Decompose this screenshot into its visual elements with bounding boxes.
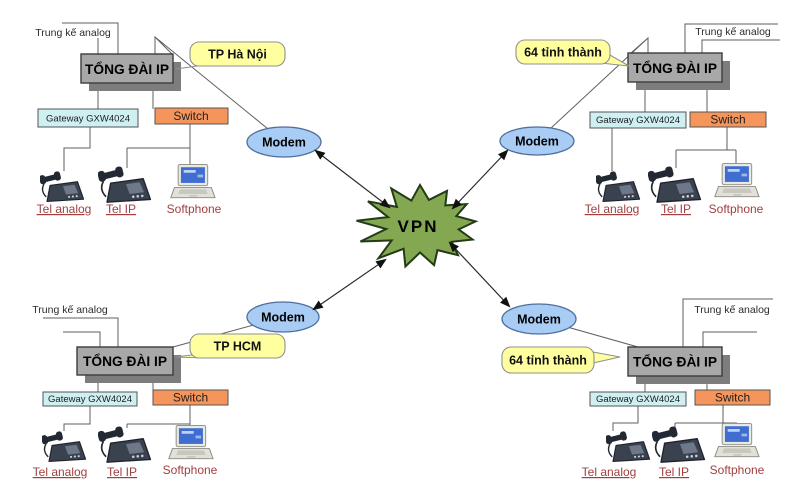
trunk-label: Trung kế analog: [35, 27, 111, 39]
tel-analog-icon: [606, 431, 651, 463]
link-provinces-bottom-vpn: [448, 241, 511, 308]
vpn-label: VPN: [398, 217, 439, 236]
switch-label: Switch: [715, 391, 750, 405]
tel-ip-icon: [652, 426, 706, 464]
pbx-label: TỔNG ĐÀI IP: [633, 59, 717, 76]
softphone-label: Softphone: [709, 202, 764, 216]
softphone-icon: [170, 163, 216, 199]
analog-trunk-line: [684, 23, 780, 53]
softphone-label: Softphone: [710, 463, 765, 477]
analog-trunk-line: [682, 298, 773, 347]
device-links: [63, 124, 191, 171]
link-hanoi-vpn: [314, 149, 391, 209]
gateway-label: Gateway GXW4024: [596, 394, 680, 405]
softphone-icon: [168, 424, 214, 460]
link-provinces-top-vpn: [451, 149, 509, 210]
device-links: [63, 405, 191, 431]
tel-analog-label: Tel analog: [585, 202, 640, 216]
switch-box: [689, 111, 767, 128]
callout-tail: [592, 351, 621, 364]
analog-trunk-line: [43, 317, 119, 347]
switch-box: [154, 107, 229, 125]
modem-label: Modem: [515, 135, 559, 149]
callout-label: 64 tỉnh thành: [509, 354, 587, 368]
modem-ellipse: [246, 301, 320, 333]
switch-label: Switch: [173, 109, 208, 123]
trunk-label: Trung kế analog: [32, 304, 108, 316]
tel-ip-icon: [98, 166, 152, 204]
switch-label: Switch: [710, 113, 745, 127]
gateway-box: [42, 391, 138, 407]
callout-bubble: [515, 39, 611, 65]
tel-ip-icon: [648, 166, 702, 204]
gateway-label: Gateway GXW4024: [596, 115, 680, 126]
link-hcm-vpn: [312, 258, 387, 311]
pbx-box: [627, 52, 723, 83]
tel-ip-label: Tel IP: [106, 202, 136, 216]
callout-label: 64 tỉnh thành: [524, 46, 602, 60]
pbx-box: [76, 346, 174, 376]
tel-ip-icon: [98, 426, 152, 464]
tel-analog-icon: [40, 171, 85, 203]
trunk-label: Trung kế analog: [694, 304, 770, 316]
pbx-box: [627, 346, 723, 377]
gateway-box: [589, 111, 687, 129]
device-links: [611, 127, 737, 171]
pbx-modem-line: [154, 35, 285, 143]
gateway-box: [589, 391, 687, 407]
callout-bubble: [189, 333, 286, 359]
callout-label: TP Hà Nội: [208, 48, 267, 62]
callout-bubble: [189, 41, 286, 67]
modem-ellipse: [246, 126, 322, 158]
tel-ip-label: Tel IP: [659, 465, 689, 479]
pbx-label: TỔNG ĐÀI IP: [633, 353, 717, 370]
pbx-label: TỔNG ĐÀI IP: [83, 352, 167, 369]
tel-analog-label: Tel analog: [37, 202, 92, 216]
trunk-label: Trung kế analog: [695, 26, 771, 38]
device-links: [612, 405, 738, 431]
softphone-icon: [714, 422, 760, 458]
modem-label: Modem: [517, 313, 561, 327]
tel-ip-label: Tel IP: [661, 202, 691, 216]
analog-trunk-line: [62, 22, 119, 54]
tel-analog-label: Tel analog: [582, 465, 637, 479]
switch-label: Switch: [173, 391, 208, 405]
tel-analog-icon: [42, 431, 87, 463]
site-top-right: Trung kế analog TỔNG ĐÀI IP Gateway GXW4…: [499, 23, 780, 216]
modem-ellipse: [501, 303, 577, 335]
gateway-box: [37, 108, 139, 128]
modem-ellipse: [499, 126, 575, 156]
callout-bubble: [501, 346, 595, 374]
softphone-label: Softphone: [167, 202, 222, 216]
vpn-links: [312, 149, 511, 311]
switch-box: [152, 389, 229, 406]
gateway-label: Gateway GXW4024: [48, 394, 132, 405]
site-bottom-right: Trung kế analog TỔNG ĐÀI IP Gateway GXW4…: [501, 298, 773, 479]
site-top-left: Trung kế analog TỔNG ĐÀI IP Gateway GXW4…: [35, 22, 322, 216]
softphone-label: Softphone: [163, 463, 218, 477]
tel-analog-label: Tel analog: [33, 465, 88, 479]
tel-analog-icon: [596, 171, 641, 203]
pbx-box: [80, 53, 174, 84]
gateway-label: Gateway GXW4024: [46, 114, 130, 125]
switch-box: [694, 389, 771, 406]
pbx-label: TỔNG ĐÀI IP: [85, 60, 169, 77]
modem-label: Modem: [261, 311, 305, 325]
site-bottom-left: Trung kế analog TỔNG ĐÀI IP Gateway GXW4…: [32, 301, 320, 479]
softphone-icon: [714, 162, 760, 198]
modem-label: Modem: [262, 136, 306, 150]
callout-label: TP HCM: [214, 340, 262, 354]
tel-ip-label: Tel IP: [107, 465, 137, 479]
